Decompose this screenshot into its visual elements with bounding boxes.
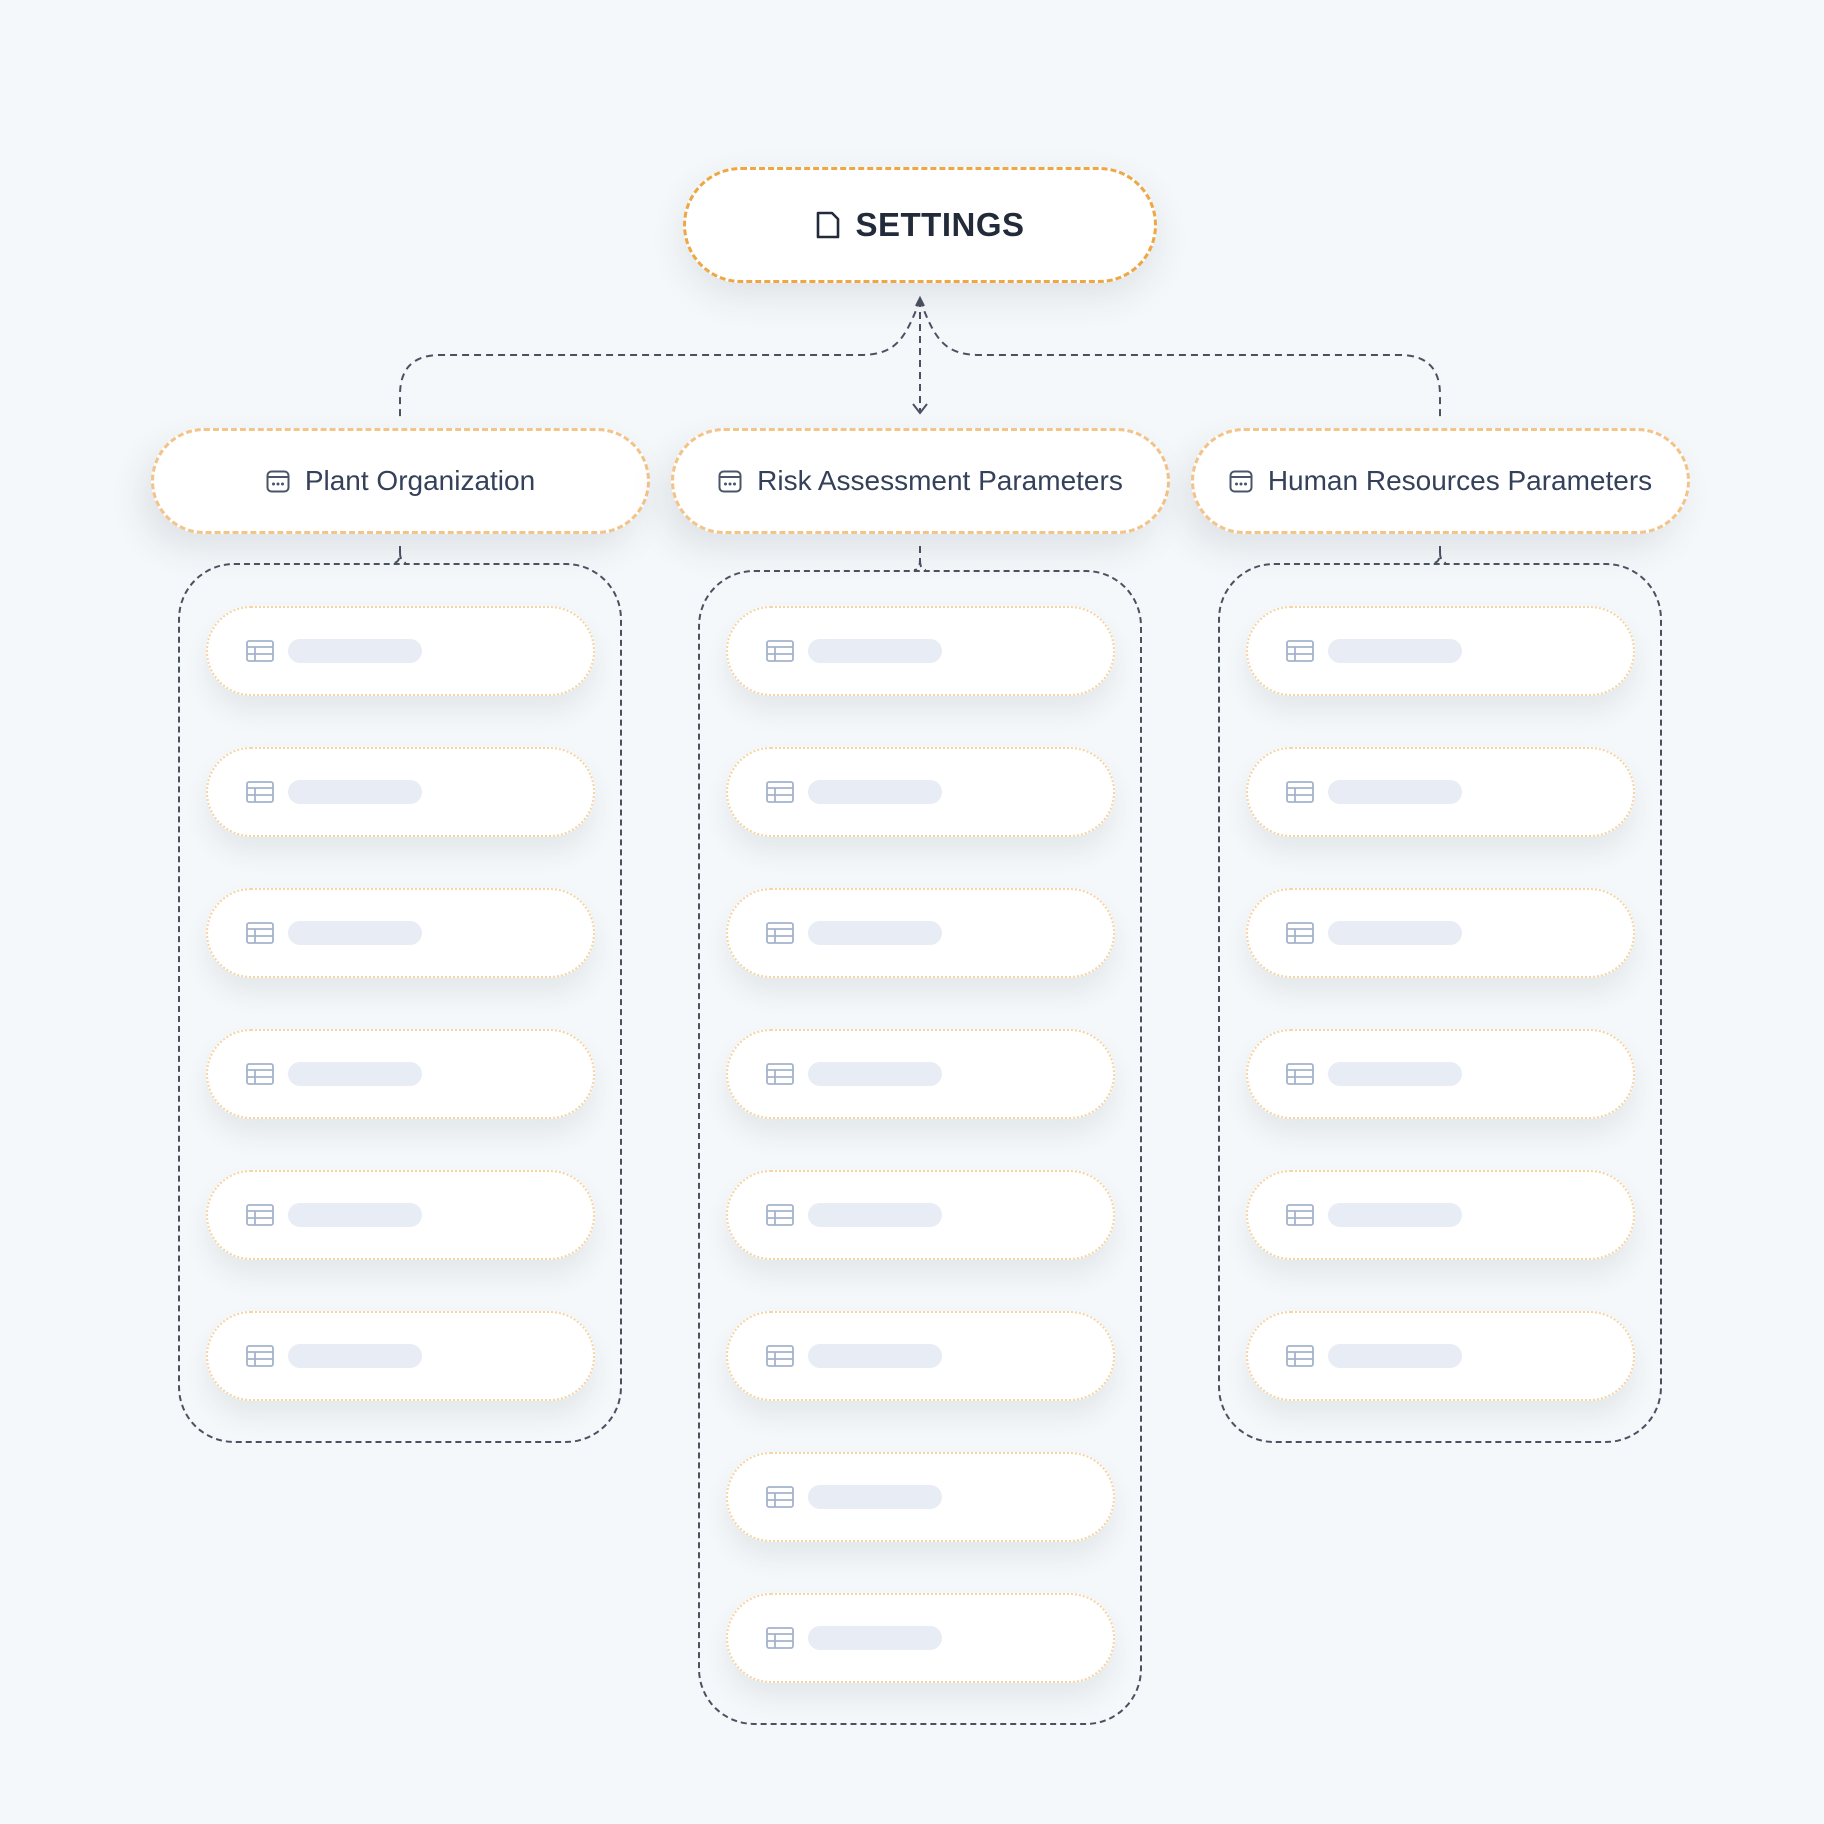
table-icon: [765, 1486, 794, 1508]
placeholder-bar: [807, 921, 942, 945]
placeholder-bar: [1327, 1062, 1462, 1086]
connector-hr-to-group: [1433, 546, 1447, 564]
list-item[interactable]: [1245, 747, 1635, 837]
placeholder-bar: [1327, 1344, 1462, 1368]
list-item[interactable]: [1245, 1170, 1635, 1260]
list-item[interactable]: [725, 1593, 1115, 1683]
table-icon: [765, 1063, 794, 1085]
placeholder-bar: [807, 780, 942, 804]
list-item[interactable]: [205, 1170, 595, 1260]
placeholder-bar: [287, 1344, 422, 1368]
placeholder-bar: [1327, 780, 1462, 804]
category-label: Human Resources Parameters: [1267, 465, 1653, 496]
placeholder-bar: [807, 1062, 942, 1086]
settings-root-node[interactable]: SETTINGS: [683, 167, 1157, 283]
placeholder-bar: [287, 639, 422, 663]
table-icon: [245, 640, 274, 662]
placeholder-bar: [287, 1203, 422, 1227]
list-item[interactable]: [725, 1170, 1115, 1260]
list-item[interactable]: [725, 606, 1115, 696]
placeholder-bar: [807, 1203, 942, 1227]
arrowhead: [912, 403, 928, 415]
list-item[interactable]: [1245, 606, 1635, 696]
placeholder-bar: [807, 1626, 942, 1650]
list-item[interactable]: [725, 1452, 1115, 1542]
table-icon: [1285, 1204, 1314, 1226]
placeholder-bar: [807, 639, 942, 663]
table-icon: [1285, 922, 1314, 944]
table-icon: [765, 1627, 794, 1649]
list-item[interactable]: [205, 606, 595, 696]
table-icon: [245, 922, 274, 944]
table-icon: [765, 640, 794, 662]
placeholder-bar: [807, 1344, 942, 1368]
list-item[interactable]: [1245, 1029, 1635, 1119]
calendar-icon: [265, 468, 291, 494]
connector-root-to-hr: [919, 299, 1441, 420]
category-label: Plant Organization: [304, 465, 536, 496]
category-human-resources-parameters[interactable]: Human Resources Parameters: [1190, 428, 1690, 534]
list-item[interactable]: [1245, 888, 1635, 978]
table-icon: [1285, 781, 1314, 803]
table-icon: [245, 1063, 274, 1085]
table-icon: [765, 781, 794, 803]
list-item[interactable]: [725, 888, 1115, 978]
table-icon: [765, 1345, 794, 1367]
list-item[interactable]: [205, 888, 595, 978]
placeholder-bar: [287, 921, 422, 945]
table-icon: [1285, 640, 1314, 662]
connector-plant-to-group: [393, 546, 407, 564]
category-plant-organization[interactable]: Plant Organization: [150, 428, 650, 534]
list-item[interactable]: [1245, 1311, 1635, 1401]
table-icon: [765, 922, 794, 944]
table-icon: [245, 781, 274, 803]
list-item[interactable]: [205, 1311, 595, 1401]
category-risk-assessment-parameters[interactable]: Risk Assessment Parameters: [670, 428, 1170, 534]
list-item[interactable]: [725, 1311, 1115, 1401]
placeholder-bar: [807, 1485, 942, 1509]
placeholder-bar: [1327, 639, 1462, 663]
list-item[interactable]: [725, 747, 1115, 837]
calendar-icon: [1228, 468, 1254, 494]
calendar-icon: [717, 468, 743, 494]
list-item[interactable]: [205, 747, 595, 837]
connector-root-to-plant: [399, 299, 921, 420]
arrow-tail-tick: [915, 295, 925, 307]
table-icon: [765, 1204, 794, 1226]
connector-risk-to-group: [913, 546, 927, 571]
table-icon: [1285, 1063, 1314, 1085]
settings-root-label: SETTINGS: [855, 206, 1025, 243]
table-icon: [245, 1345, 274, 1367]
list-item[interactable]: [205, 1029, 595, 1119]
table-icon: [245, 1204, 274, 1226]
placeholder-bar: [287, 780, 422, 804]
list-item[interactable]: [725, 1029, 1115, 1119]
document-icon: [815, 210, 841, 240]
category-label: Risk Assessment Parameters: [757, 465, 1123, 496]
placeholder-bar: [1327, 921, 1462, 945]
placeholder-bar: [1327, 1203, 1462, 1227]
table-icon: [1285, 1345, 1314, 1367]
placeholder-bar: [287, 1062, 422, 1086]
